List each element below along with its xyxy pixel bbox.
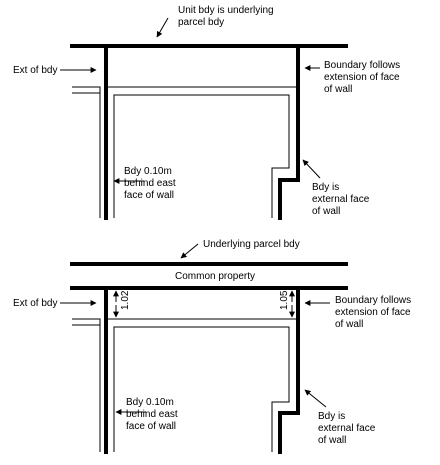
top-bdy-behind-line3: face of wall [124, 190, 174, 201]
dim-left-value: 1.02 [120, 290, 131, 310]
bottom-bdy-behind-line2: behind east [126, 409, 178, 420]
top-boundary-follows-line2: extension of face [324, 72, 400, 83]
bottom-ext-of-bdy-label: Ext of bdy [13, 298, 57, 309]
top-boundary-follows-line1: Boundary follows [324, 60, 400, 71]
bottom-wall-outer [72, 318, 101, 452]
top-unit-bdy-note-line1: Unit bdy is underlying [178, 5, 274, 16]
top-bdy-external-arrow [302, 159, 321, 179]
top-diagram: Unit bdy is underlying parcel bdy Ext of… [13, 5, 400, 220]
top-bdy-external-line2: external face [312, 194, 370, 205]
bottom-underlying-parcel-label: Underlying parcel bdy [203, 239, 300, 250]
top-unit-bdy-arrow [156, 17, 169, 38]
bottom-boundary-follows-line2: extension of face [335, 307, 411, 318]
top-unit-bdy-note-line2: parcel bdy [178, 17, 224, 28]
top-ext-of-bdy-label: Ext of bdy [13, 65, 57, 76]
bottom-bdy-behind-line1: Bdy 0.10m [126, 397, 174, 408]
bottom-bdy-behind-line3: face of wall [126, 421, 176, 432]
top-boundary-follows-line3: of wall [324, 84, 352, 95]
bottom-underlying-parcel-arrow [180, 243, 199, 259]
bottom-boundary-follows-line1: Boundary follows [335, 295, 411, 306]
bottom-boundary-follows-line3: of wall [335, 319, 363, 330]
bottom-bdy-external-arrow [304, 389, 327, 408]
bottom-bdy-external-line3: of wall [318, 435, 346, 446]
top-wall-inner [113, 94, 290, 218]
bottom-bdy-external-line1: Bdy is [318, 411, 345, 422]
top-right-boundary-line [278, 44, 300, 220]
top-bdy-behind-line1: Bdy 0.10m [124, 166, 172, 177]
bottom-bdy-external-line2: external face [318, 423, 376, 434]
top-bdy-external-line3: of wall [312, 206, 340, 217]
top-bdy-external-line1: Bdy is [312, 182, 339, 193]
top-wall-outer [72, 86, 101, 218]
dim-right-value: 1.05 [279, 290, 290, 310]
common-property-label: Common property [175, 271, 255, 282]
bottom-right-boundary-line [278, 286, 300, 454]
bottom-diagram: Underlying parcel bdy Common property 1.… [13, 239, 411, 454]
top-bdy-behind-line2: behind east [124, 178, 176, 189]
bottom-wall-inner [113, 326, 290, 452]
